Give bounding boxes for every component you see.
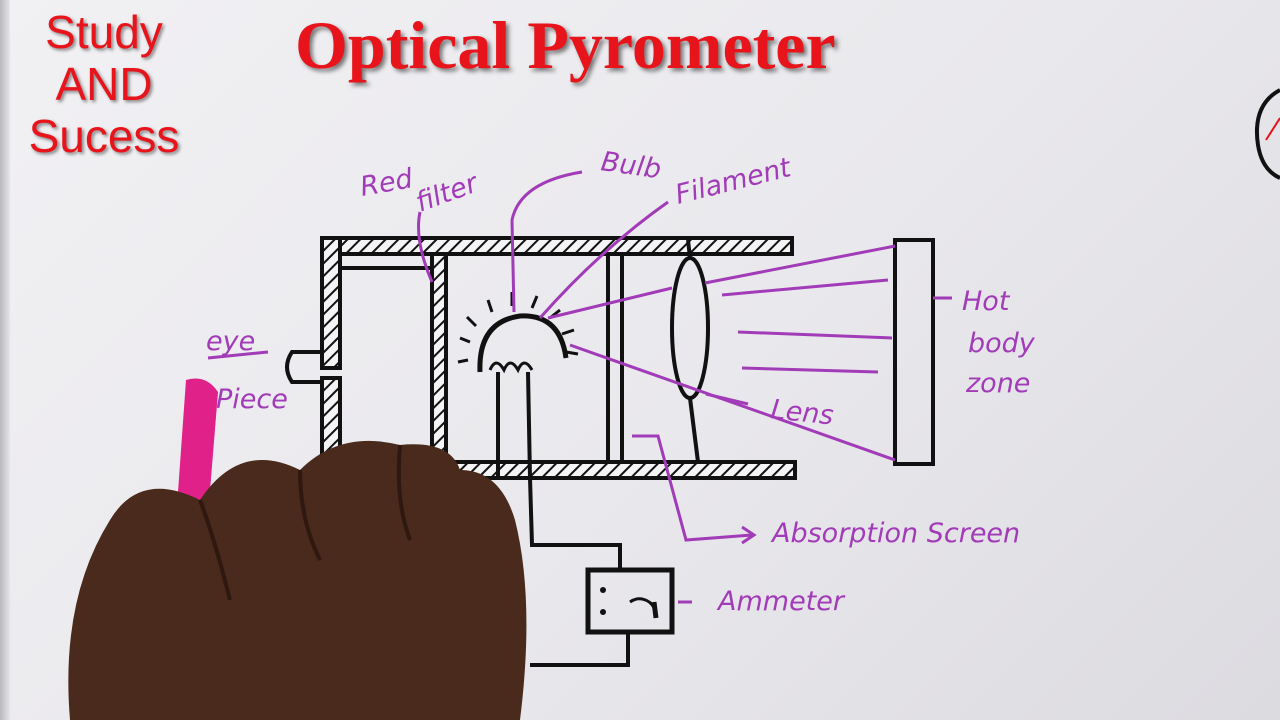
page-title: Optical Pyrometer	[295, 7, 836, 83]
label-hot: Hot	[962, 286, 1011, 317]
eyepiece	[285, 350, 322, 384]
circuit-wire-return	[530, 630, 630, 667]
tube-left-wall-upper	[320, 236, 342, 370]
ammeter	[585, 567, 675, 635]
label-eye: eye	[206, 326, 255, 357]
hand	[68, 440, 527, 720]
channel-line-3: Sucess	[28, 110, 180, 162]
edge-circle	[1255, 88, 1280, 180]
hot-body	[893, 238, 935, 466]
label-red: Red	[358, 163, 416, 203]
channel-line-1: Study	[45, 6, 163, 58]
light-rays	[547, 244, 896, 462]
tube-top-wall	[320, 236, 794, 256]
lens	[670, 256, 710, 400]
tube-bottom-wall	[428, 460, 797, 480]
label-ammeter: Ammeter	[716, 586, 846, 617]
lens-holder-top	[686, 239, 692, 259]
label-bulb: Bulb	[599, 146, 663, 185]
label-body: body	[968, 328, 1036, 359]
lens-holder-bottom	[688, 397, 700, 463]
label-absorption-screen: Absorption Screen	[770, 518, 1020, 549]
hand-knuckles	[198, 444, 412, 601]
presenter-hand	[68, 378, 527, 720]
label-zone: zone	[965, 368, 1030, 399]
edge-circle-mark	[1265, 117, 1280, 141]
channel-logo: Study AND Sucess	[4, 6, 204, 162]
pointer-lines	[207, 170, 952, 604]
red-filter	[430, 252, 448, 464]
filament	[488, 361, 534, 374]
circuit-wire	[528, 477, 622, 568]
bulb	[457, 292, 579, 479]
label-piece: Piece	[216, 384, 288, 415]
channel-line-2: AND	[55, 58, 153, 110]
label-filter: filter	[412, 167, 484, 218]
whiteboard-edge	[0, 0, 10, 720]
pyrometer-tube	[320, 236, 797, 480]
bulb-wire-right	[526, 371, 532, 479]
label-filament: Filament	[672, 152, 795, 211]
bulb-rays	[457, 292, 579, 364]
label-lens: Lens	[769, 394, 835, 431]
